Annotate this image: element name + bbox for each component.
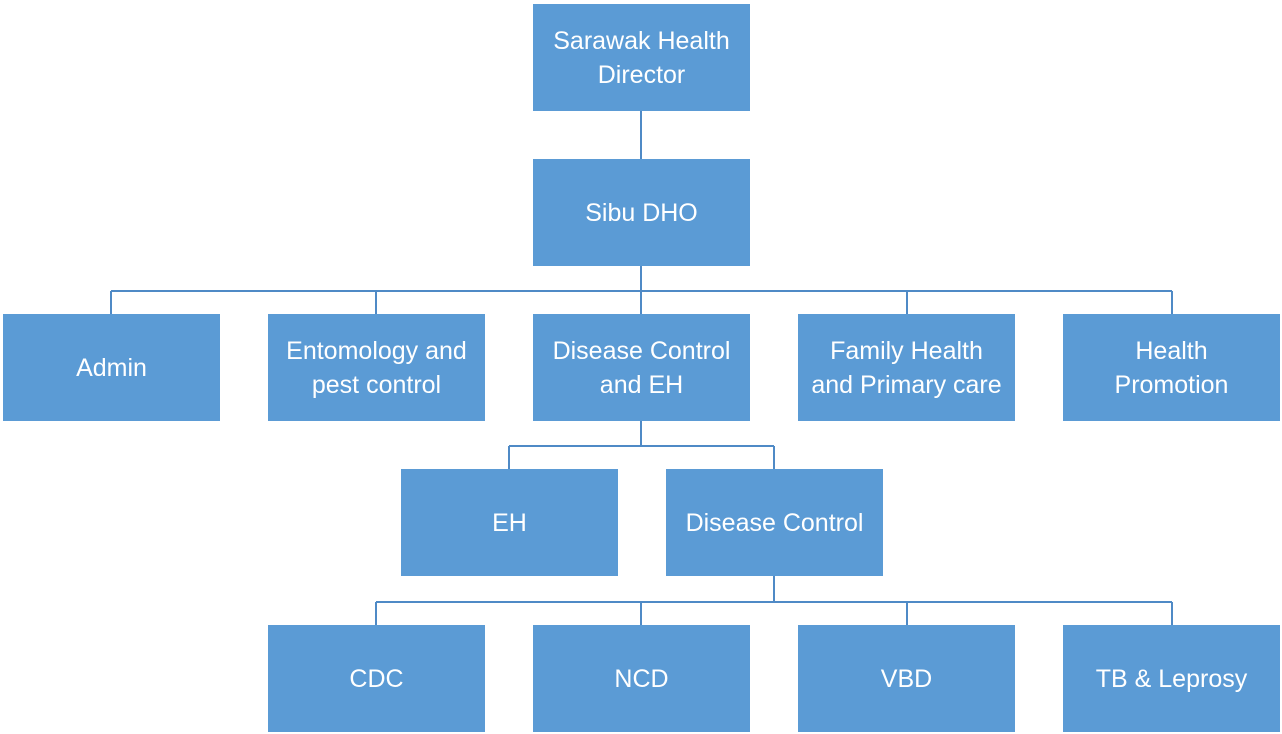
node-admin: Admin	[3, 314, 220, 421]
node-label: Sibu DHO	[585, 198, 698, 227]
node-disease-control: Disease Control	[666, 469, 883, 576]
node-label: Admin	[76, 353, 147, 382]
node-label: CDC	[349, 664, 404, 693]
node-entomology-pest-control: Entomology and pest control	[268, 314, 485, 421]
node-label: Disease Control	[685, 508, 864, 537]
node-label: Disease Control and EH	[552, 336, 731, 399]
node-cdc: CDC	[268, 625, 485, 732]
node-label: TB & Leprosy	[1095, 664, 1248, 693]
node-label: Sarawak Health Director	[553, 26, 730, 89]
node-label: EH	[492, 508, 527, 537]
node-eh: EH	[401, 469, 618, 576]
node-sibu-dho: Sibu DHO	[533, 159, 750, 266]
node-ncd: NCD	[533, 625, 750, 732]
node-label: Health Promotion	[1114, 336, 1229, 399]
node-family-health-primary-care: Family Health and Primary care	[798, 314, 1015, 421]
node-label: Entomology and pest control	[286, 336, 467, 399]
node-label: Family Health and Primary care	[811, 336, 1002, 399]
node-vbd: VBD	[798, 625, 1015, 732]
node-label: NCD	[614, 664, 669, 693]
node-health-promotion: Health Promotion	[1063, 314, 1280, 421]
node-sarawak-health-director: Sarawak Health Director	[533, 4, 750, 111]
node-disease-control-and-eh: Disease Control and EH	[533, 314, 750, 421]
node-label: VBD	[880, 664, 933, 693]
node-tb-leprosy: TB & Leprosy	[1063, 625, 1280, 732]
